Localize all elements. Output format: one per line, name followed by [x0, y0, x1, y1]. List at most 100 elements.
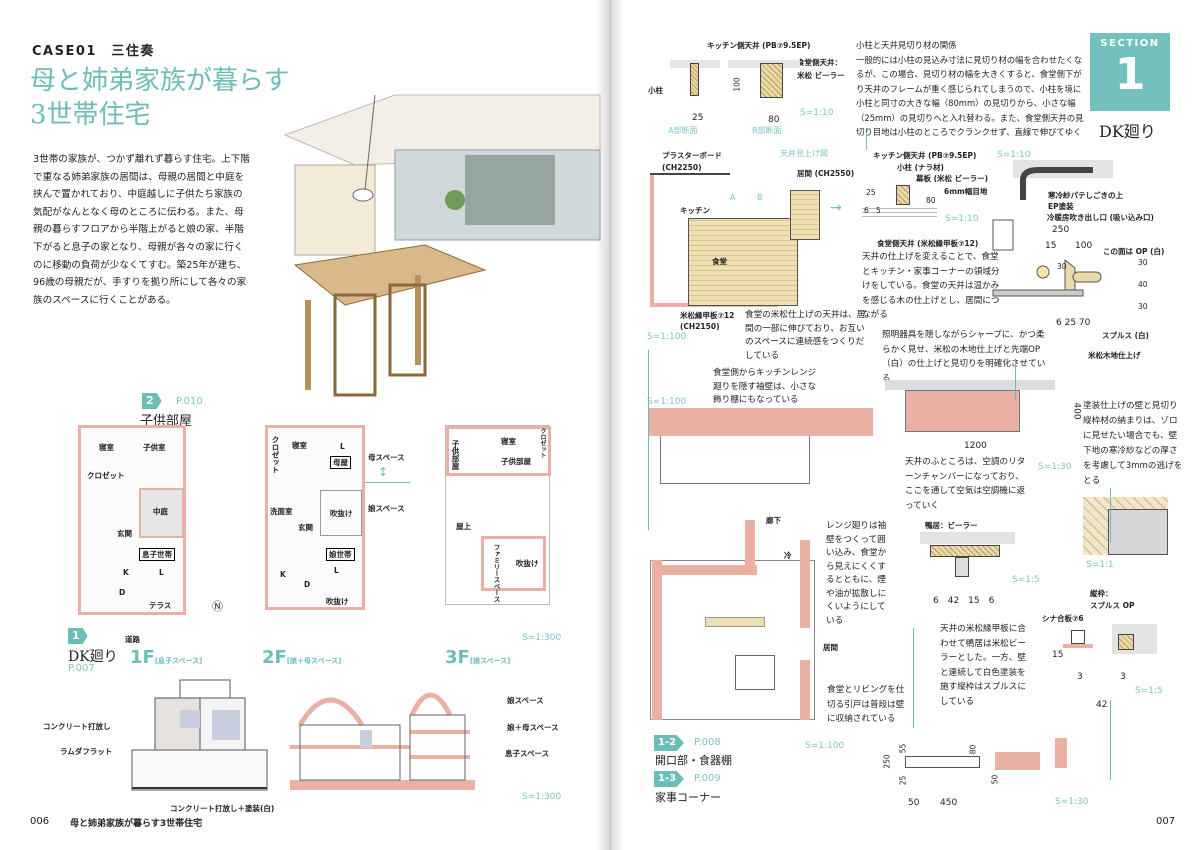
dining-label: 食堂	[712, 257, 727, 266]
ab-scale: S=1:10	[800, 108, 834, 118]
room-label: 子供室	[143, 443, 166, 452]
dim: 80	[768, 115, 780, 125]
kitchen-counter	[660, 436, 810, 484]
ref-badge-1-2[interactable]: 1-2	[654, 735, 685, 751]
dim: 250	[1052, 225, 1070, 235]
vent-putty-ep: EP塗装	[1048, 202, 1074, 211]
kitchen-plan-scale: S=1:100	[805, 741, 845, 751]
page-number-right: 007	[1156, 816, 1176, 827]
section-b-caption: B部断面	[752, 126, 782, 135]
ref-1-2-page[interactable]: P.008	[694, 737, 721, 748]
dining-interior-sketch	[283, 94, 601, 397]
room-label: K	[280, 570, 286, 579]
footer-title: 母と姉弟家族が暮らす3世帯住宅	[70, 819, 203, 829]
ref-1-2-label: 開口部・食器棚	[655, 754, 732, 767]
jamb-material: スプルス OP	[1090, 601, 1135, 610]
plan-scale: S=1:300	[522, 633, 562, 643]
elevation-label-lambda: ラムダフラット	[60, 747, 113, 756]
detail-1to1-scale: S=1:1	[1086, 560, 1114, 570]
jamb-hatch	[1118, 634, 1134, 650]
section-label-daughter-mother: 娘＋母スペース	[507, 723, 559, 732]
dim: 40	[1138, 280, 1148, 289]
dim: 5	[876, 206, 881, 215]
elevation-drawing	[131, 679, 268, 791]
joint-kitchen-ceiling: キッチン側天井 (PB⑦9.5EP)	[873, 151, 977, 160]
dim: 50	[908, 798, 920, 808]
room-label: 子供部屋	[501, 457, 531, 466]
joint-gap: 6mm幅目地	[944, 187, 988, 196]
room-label: D	[304, 580, 311, 589]
building-section-drawing	[290, 692, 475, 790]
plywood-label: シナ合板⑦6	[1042, 614, 1084, 623]
dim: 80	[926, 196, 936, 205]
room-label: クロゼット	[87, 471, 125, 480]
dim: 6	[864, 206, 869, 215]
room-label: 吹抜け	[330, 509, 353, 518]
bottom-detail-scale: S=1:30	[1055, 797, 1089, 807]
ref-1-page[interactable]: P.007	[68, 663, 95, 674]
room-label: 洗面室	[270, 507, 293, 516]
jamb-scale: S=1:5	[1135, 686, 1163, 696]
kitchen-label: キッチン	[680, 206, 710, 215]
joint-dining-ceiling: 食堂側天井 (米松縁甲板⑦12)	[877, 239, 979, 248]
page-title-line2: 3世帯住宅	[30, 100, 151, 130]
kitchen-plan-drawing	[650, 560, 815, 720]
room-label: 子供部屋	[451, 440, 460, 470]
section-label: SECTION	[1100, 38, 1160, 49]
pine-label: 米松縁甲板⑦12	[680, 311, 735, 320]
floor-3f: 3F[娘スペース]	[445, 647, 511, 668]
ref-1-label: DK廻り	[68, 649, 118, 665]
room-label: 吹抜け	[516, 559, 539, 568]
room-label: L	[159, 568, 164, 577]
chamber-scale: S=1:30	[1038, 462, 1072, 472]
joint-note: 天井の仕上げを変えることで、食堂とキッチン・家事コーナーの領域分けをしている。食…	[862, 252, 1000, 320]
note-lighting: 照明器具を隠しながらシャープに、かつ柔らかく見せ、米松の木地仕上げと先端OP（白…	[882, 330, 1046, 384]
plaster-label: プラスターボード	[662, 151, 722, 160]
column-b-hatch	[760, 63, 783, 98]
legend-daughter-space: 娘スペース	[368, 504, 405, 513]
dim: 3	[1077, 672, 1083, 682]
dim: 80	[968, 744, 978, 755]
note-sliding-door: 食堂とリビングを仕切る引戸は普段は壁に収納されている	[827, 685, 905, 724]
dim: 3	[1120, 672, 1126, 682]
dim: 30	[1138, 302, 1148, 311]
elevation-scale: S=1:100	[647, 397, 687, 407]
note-paint-jamb: 塗装仕上げの壁と見切り縦枠材の納まりは、ゾロに見せたい場合でも、壁下地の寒冷紗な…	[1083, 401, 1183, 486]
room-label: 屋上	[456, 522, 471, 531]
dim: 450	[940, 798, 958, 808]
dim: 1200	[964, 441, 987, 451]
vent-scale: S=1:10	[997, 150, 1031, 160]
note-sleeve-wall: 食堂側からキッチンレンジ廻りを隠す袖壁は、小さな飾り棚にもなっている	[713, 368, 817, 405]
vent-spruce: スプルス (白)	[1102, 331, 1149, 340]
page-gutter	[596, 0, 624, 850]
vent-detail-drawing	[992, 160, 1113, 297]
joint-scale: S=1:10	[945, 214, 979, 224]
ref-badge-2[interactable]: 2	[142, 393, 162, 409]
section-scale: S=1:300	[522, 792, 562, 802]
room-label: L	[340, 442, 345, 451]
ab-kitchen-ceiling: キッチン側天井 (PB⑦9.5EP)	[707, 41, 811, 50]
room-label: 寝室	[99, 443, 114, 452]
ref-badge-1-3[interactable]: 1-3	[654, 771, 685, 787]
dim: 100	[1075, 241, 1093, 251]
ab-dining-ceiling-material: 米松 ビーラー	[797, 71, 845, 80]
floor-plan-3f: 子供部屋 寝室 クロゼット 子供部屋 屋上 ファミリースペース 吹抜け	[445, 425, 551, 605]
ref-1-3-page[interactable]: P.009	[694, 773, 721, 784]
room-label: クロゼット	[271, 436, 280, 474]
floor-plan-1f: 寝室 子供室 クロゼット 中庭 玄関 息子世帯 K L D テラス	[78, 425, 186, 615]
jamb-label: 縦枠：	[1090, 589, 1113, 598]
return-chamber-drawing	[905, 390, 1020, 432]
dining-wood-ceiling	[688, 218, 798, 306]
ref-badge-1[interactable]: 1	[68, 628, 88, 644]
intro-body: 3世帯の家族が、つかず離れず暮らす住宅。上下階で重なる姉弟家族の居間は、母親の居…	[33, 154, 250, 306]
room-label: テラス	[149, 601, 172, 610]
ref-2-page[interactable]: P.010	[176, 396, 203, 407]
arrow-updown-icon: ↕	[378, 465, 389, 479]
note-lintel: 天井の米松縁甲板に合わせて鴨居は米松ビーラーとした。一方、壁と連続して白色塗装を…	[940, 624, 1026, 707]
vent-outlet: 冷暖房吹き出し口 (吸い込み口)	[1047, 213, 1154, 222]
room-label: 母屋	[330, 456, 351, 469]
room-label: 中庭	[153, 507, 168, 516]
room-label: L	[334, 566, 339, 575]
room-label: 寝室	[501, 437, 516, 446]
lintel-label: 鴨居：ビーラー	[925, 521, 978, 530]
